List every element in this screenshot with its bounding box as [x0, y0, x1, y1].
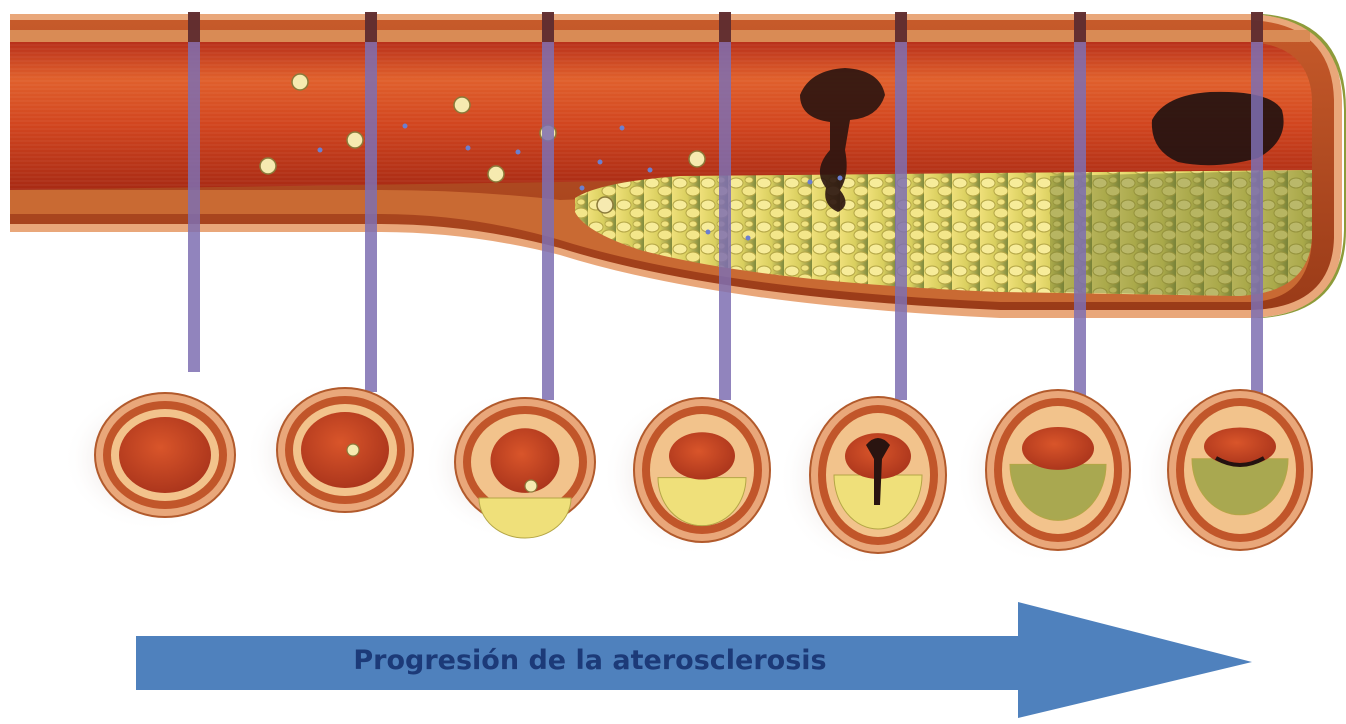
stage-connector [542, 12, 554, 400]
lipid-particle [838, 176, 843, 181]
lumen-texture [10, 42, 1312, 190]
stage-connector [719, 12, 731, 400]
cross-sections [63, 382, 1316, 567]
cross-section [1136, 384, 1316, 564]
cross-section [423, 392, 599, 540]
stage-connector [1251, 12, 1263, 400]
cross-section-lumen [491, 428, 560, 493]
stage-separator-cap [719, 12, 731, 42]
leukocyte [260, 158, 276, 174]
leukocyte [347, 444, 359, 456]
stage-separator-cap [895, 12, 907, 42]
cross-section-lumen [1204, 427, 1276, 465]
cross-section-lumen [669, 432, 735, 479]
stage-separator-cap [542, 12, 554, 42]
cross-section [954, 384, 1134, 564]
lipid-particle [706, 230, 711, 235]
stage-separator-cap [188, 12, 200, 42]
leukocyte [454, 97, 470, 113]
lipid-particle [808, 180, 813, 185]
thrombus-occlusive [1152, 92, 1284, 165]
lipid-particle [746, 236, 751, 241]
stage-separator-cap [1251, 12, 1263, 42]
leukocyte [292, 74, 308, 90]
stage-connector [365, 12, 377, 392]
cross-section [602, 392, 774, 556]
stage-connector [895, 12, 907, 400]
leukocyte [347, 132, 363, 148]
stage-connector [188, 12, 200, 372]
longitudinal-artery [10, 14, 1346, 318]
cross-section-lumen [1022, 427, 1094, 470]
leukocyte [689, 151, 705, 167]
cross-section [63, 387, 239, 531]
stage-separator-cap [1074, 12, 1086, 42]
leukocyte [597, 197, 613, 213]
cross-section-lumen [301, 412, 389, 488]
cross-section [245, 382, 417, 526]
cross-section-lumen [119, 417, 211, 493]
stage-separator-cap [365, 12, 377, 42]
lipid-particle [598, 160, 603, 165]
lipid-particle [648, 168, 653, 173]
stage-connector [1074, 12, 1086, 400]
lipid-particle [403, 124, 408, 129]
progression-arrow-label: Progresión de la aterosclerosis [320, 645, 860, 676]
artery-intima-upper [10, 30, 1310, 42]
leukocyte [525, 480, 537, 492]
plaque-fibrous-overlay [1050, 170, 1312, 296]
lipid-particle [620, 126, 625, 131]
cross-section [778, 391, 950, 567]
lipid-particle [466, 146, 471, 151]
lipid-particle [580, 186, 585, 191]
leukocyte [488, 166, 504, 182]
lipid-particle [516, 150, 521, 155]
lipid-particle [318, 148, 323, 153]
